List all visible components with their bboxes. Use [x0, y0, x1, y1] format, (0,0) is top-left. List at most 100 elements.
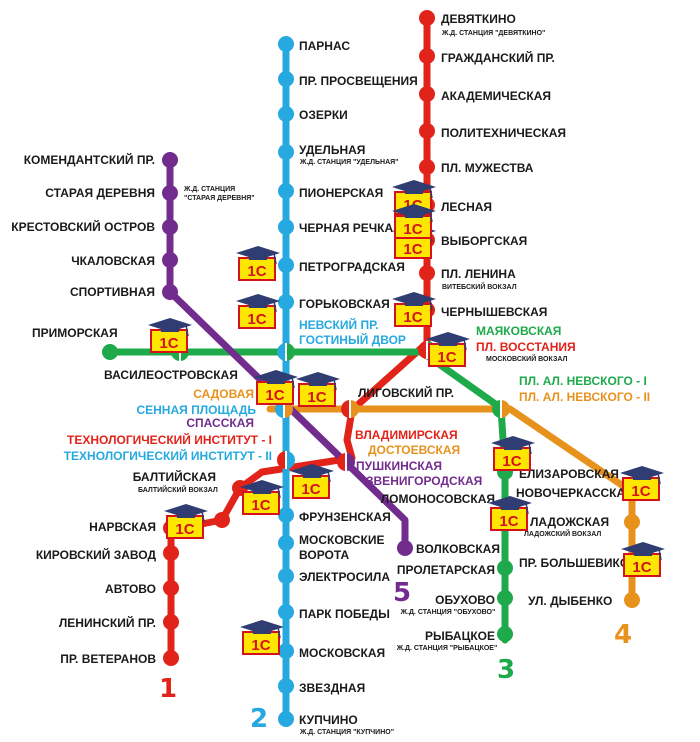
station-pushkinskaya[interactable]: ПУШКИНСКАЯ: [356, 459, 443, 473]
station-udelnaya[interactable]: УДЕЛЬНАЯ: [299, 143, 366, 157]
station-dot-red-s4[interactable]: [163, 650, 179, 666]
station-dot-purple-2[interactable]: [162, 219, 178, 235]
station-dot-purple-4[interactable]: [162, 284, 178, 300]
station-dot-red-s5[interactable]: [214, 512, 230, 528]
station-frunzenskaya[interactable]: ФРУНЗЕНСКАЯ: [299, 510, 391, 524]
station-narvskaya[interactable]: НАРВСКАЯ: [89, 520, 156, 534]
station-vorota[interactable]: ВОРОТА: [299, 548, 350, 562]
station-novocherkasskaya[interactable]: НОВОЧЕРКАССКАЯ: [516, 486, 634, 500]
station-tekhnolog-2[interactable]: ТЕХНОЛОГИЧЕСКИЙ ИНСТИТУТ - II: [63, 449, 272, 463]
station-dot-green-2[interactable]: [497, 560, 513, 576]
station-bolshevikov[interactable]: ПР. БОЛЬШЕВИКОВ: [519, 556, 638, 570]
station-ligovsky[interactable]: ЛИГОВСКИЙ ПР.: [358, 386, 454, 400]
station-lesnaya[interactable]: ЛЕСНАЯ: [441, 200, 493, 214]
station-lomonosovskaya[interactable]: ЛОМОНОСОВСКАЯ: [380, 492, 495, 506]
station-dot-blue-14[interactable]: [278, 711, 294, 727]
station-baltiyskaya[interactable]: БАЛТИЙСКАЯ: [132, 470, 216, 484]
station-dot-blue-3[interactable]: [278, 144, 294, 160]
transfer-vladimirskaya-dostoevskaya[interactable]: [341, 400, 359, 418]
station-dot-purple-1[interactable]: [162, 185, 178, 201]
station-pl-al-nevskogo-1[interactable]: ПЛ. АЛ. НЕВСКОГО - I: [519, 374, 647, 388]
station-dot-blue-4[interactable]: [278, 183, 294, 199]
station-vyborgskaya[interactable]: ВЫБОРГСКАЯ: [441, 234, 528, 248]
station-zvenigorodskaya[interactable]: ЗВЕНИГОРОДСКАЯ: [366, 474, 483, 488]
station-park-pobedy[interactable]: ПАРК ПОБЕДЫ: [299, 607, 390, 621]
station-dot-blue-10[interactable]: [278, 568, 294, 584]
station-chkalovskaya[interactable]: ЧКАЛОВСКАЯ: [71, 254, 155, 268]
station-kirovsky-zavod[interactable]: КИРОВСКИЙ ЗАВОД: [35, 548, 156, 562]
station-vladimirskaya[interactable]: ВЛАДИМИРСКАЯ: [355, 428, 458, 442]
station-dot-red-1[interactable]: [419, 48, 435, 64]
station-moskovskie[interactable]: МОСКОВСКИЕ: [299, 533, 385, 547]
station-sportivnaya[interactable]: СПОРТИВНАЯ: [69, 285, 155, 299]
station-kupchino[interactable]: КУПЧИНО: [299, 713, 358, 727]
station-primorskaya[interactable]: ПРИМОРСКАЯ: [32, 326, 118, 340]
station-krestovsky[interactable]: КРЕСТОВСКИЙ ОСТРОВ: [11, 220, 155, 234]
transfer-pushkinskaya[interactable]: [337, 453, 355, 471]
transfer-al-nevskogo[interactable]: [492, 400, 510, 418]
station-gorkovskaya[interactable]: ГОРЬКОВСКАЯ: [299, 297, 390, 311]
station-dot-blue-7[interactable]: [278, 294, 294, 310]
station-dot-orange-1[interactable]: [624, 514, 640, 530]
station-dot-orange-3[interactable]: [624, 592, 640, 608]
station-spasskaya[interactable]: СПАССКАЯ: [186, 416, 254, 430]
station-staraya-derevnya[interactable]: СТАРАЯ ДЕРЕВНЯ: [45, 186, 155, 200]
station-dot-blue-11[interactable]: [278, 604, 294, 620]
station-dot-blue-9[interactable]: [278, 535, 294, 551]
station-dot-red-7[interactable]: [419, 265, 435, 281]
station-avtovo[interactable]: АВТОВО: [105, 582, 156, 596]
station-obukhovo[interactable]: ОБУХОВО: [435, 593, 495, 607]
station-petrogradskaya[interactable]: ПЕТРОГРАДСКАЯ: [299, 260, 405, 274]
station-dot-blue-2[interactable]: [278, 106, 294, 122]
station-elektrosila[interactable]: ЭЛЕКТРОСИЛА: [299, 570, 391, 584]
station-ladozhskaya[interactable]: ЛАДОЖСКАЯ: [530, 515, 610, 529]
station-dot-blue-6[interactable]: [278, 257, 294, 273]
station-moskovskaya[interactable]: МОСКОВСКАЯ: [299, 646, 386, 660]
station-chernaya-rechka[interactable]: ЧЕРНАЯ РЕЧКА: [299, 221, 394, 235]
station-dot-blue-5[interactable]: [278, 219, 294, 235]
station-dostoevskaya[interactable]: ДОСТОЕВСКАЯ: [368, 443, 461, 457]
station-dot-red-3[interactable]: [419, 123, 435, 139]
station-elizarovskaya[interactable]: ЕЛИЗАРОВСКАЯ: [519, 467, 619, 481]
station-volkovskaya[interactable]: ВОЛКОВСКАЯ: [416, 542, 500, 556]
station-dot-purple-5[interactable]: [397, 540, 413, 556]
station-akademicheskaya[interactable]: АКАДЕМИЧЕСКАЯ: [441, 89, 551, 103]
station-proletarskaya[interactable]: ПРОЛЕТАРСКАЯ: [396, 563, 495, 577]
station-parnas[interactable]: ПАРНАС: [299, 39, 350, 53]
station-sadovaya[interactable]: САДОВАЯ: [193, 387, 254, 401]
station-devyatkino[interactable]: ДЕВЯТКИНО: [441, 12, 516, 26]
station-dot-red-s2[interactable]: [163, 580, 179, 596]
station-komendantsky[interactable]: КОМЕНДАНТСКИЙ ПР.: [23, 153, 155, 167]
station-pl-vosstaniya[interactable]: ПЛ. ВОССТАНИЯ: [476, 340, 576, 354]
station-dot-purple-3[interactable]: [162, 252, 178, 268]
station-zvezdnaya[interactable]: ЗВЕЗДНАЯ: [299, 681, 366, 695]
station-dot-red-4[interactable]: [419, 159, 435, 175]
station-dot-purple-0[interactable]: [162, 152, 178, 168]
station-leninsky[interactable]: ЛЕНИНСКИЙ ПР.: [58, 616, 156, 630]
station-nevsky-pr[interactable]: НЕВСКИЙ ПР.: [299, 318, 379, 332]
station-gostiny-dvor[interactable]: ГОСТИНЫЙ ДВОР: [299, 333, 406, 347]
station-dot-green-3[interactable]: [497, 590, 513, 606]
station-dot-blue-12[interactable]: [278, 643, 294, 659]
transfer-tekhnolog[interactable]: [277, 451, 295, 469]
station-dot-blue-1[interactable]: [278, 71, 294, 87]
station-sennaya[interactable]: СЕННАЯ ПЛОЩАДЬ: [136, 403, 256, 417]
station-dot-green-4[interactable]: [497, 626, 513, 642]
station-dot-red-0[interactable]: [419, 10, 435, 26]
station-rybatskoe[interactable]: РЫБАЦКОЕ: [424, 629, 495, 643]
station-vasileostrovskaya[interactable]: ВАСИЛЕОСТРОВСКАЯ: [104, 368, 238, 382]
station-dot-red-s1[interactable]: [163, 545, 179, 561]
station-dot-red-s3[interactable]: [163, 614, 179, 630]
station-veteranov[interactable]: ПР. ВЕТЕРАНОВ: [60, 652, 156, 666]
station-pionerskaya[interactable]: ПИОНЕРСКАЯ: [299, 186, 384, 200]
station-pl-al-nevskogo-2[interactable]: ПЛ. АЛ. НЕВСКОГО - II: [519, 390, 651, 404]
station-dot-blue-8[interactable]: [278, 507, 294, 523]
transfer-nevsky-gostiny[interactable]: [277, 343, 295, 361]
station-dot-blue-0[interactable]: [278, 36, 294, 52]
station-dot-red-2[interactable]: [419, 86, 435, 102]
station-tekhnolog-1[interactable]: ТЕХНОЛОГИЧЕСКИЙ ИНСТИТУТ - I: [67, 433, 272, 447]
station-grazhdansky[interactable]: ГРАЖДАНСКИЙ ПР.: [441, 51, 555, 65]
station-dybenko[interactable]: УЛ. ДЫБЕНКО: [528, 594, 613, 608]
station-ozerki[interactable]: ОЗЕРКИ: [299, 108, 348, 122]
station-politekhnicheskaya[interactable]: ПОЛИТЕХНИЧЕСКАЯ: [441, 126, 567, 140]
